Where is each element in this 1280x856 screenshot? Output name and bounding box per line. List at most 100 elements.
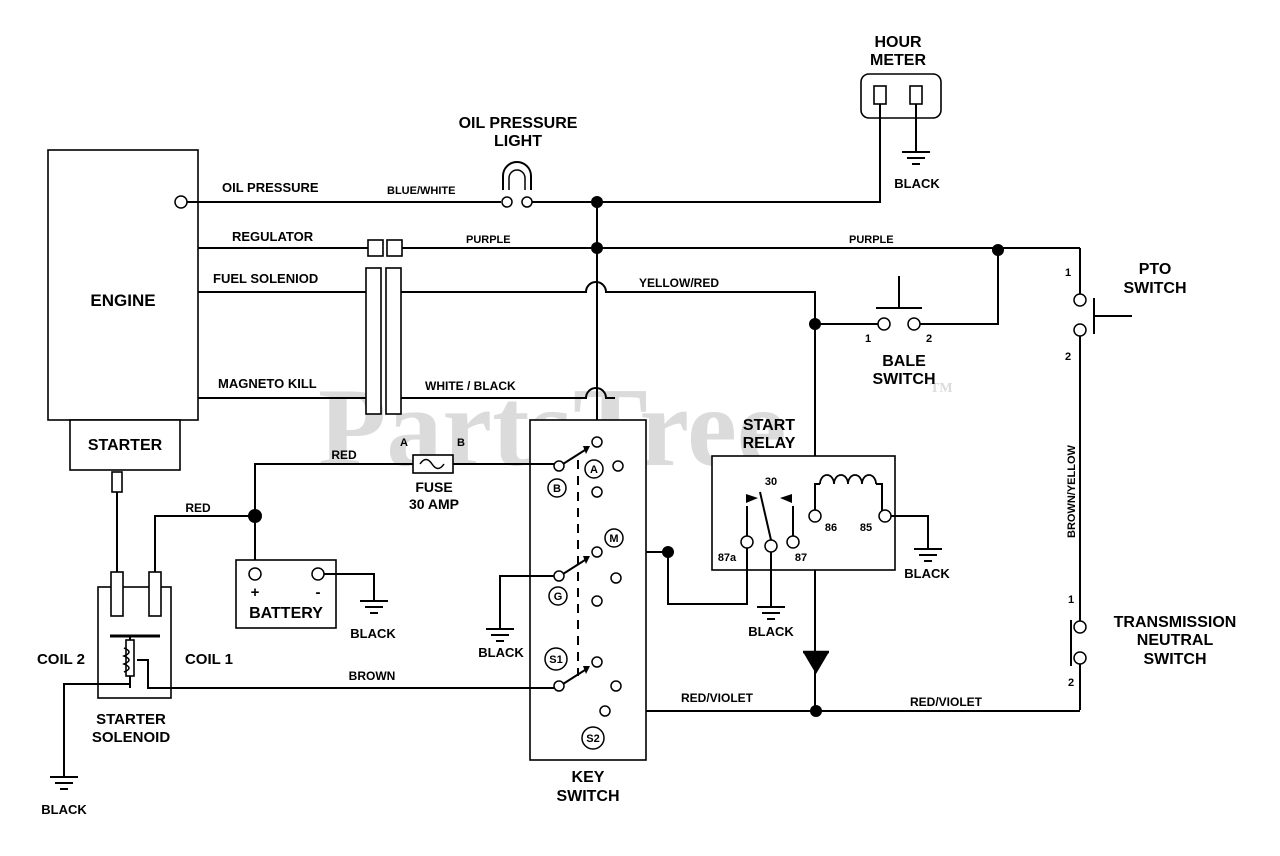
relay-86-terminal: [808, 509, 822, 523]
key-terminal-m: M: [609, 533, 618, 545]
wire-label-magneto-kill: MAGNETO KILL: [218, 376, 317, 391]
ground-solenoid: [50, 776, 78, 790]
key-terminal-s1-label-circle: [544, 647, 568, 671]
ground-label-battery: BLACK: [350, 626, 396, 641]
start-relay-title-2: RELAY: [743, 435, 796, 452]
trans-terminal-2-circle: [1073, 651, 1087, 665]
wire-label-yellow-red: YELLOW/RED: [639, 276, 719, 290]
ground-hour-meter: [902, 151, 930, 165]
start-relay-box: [711, 455, 896, 571]
ground-label-relay-85: BLACK: [904, 566, 950, 581]
trans-switch-title-1: TRANSMISSION: [1114, 614, 1237, 631]
trans-switch-title-3: SWITCH: [1143, 651, 1206, 668]
wire-label-red-violet-left: RED/VIOLET: [681, 691, 754, 705]
key-terminal-s1-contact: [553, 680, 565, 692]
battery-label: BATTERY: [249, 605, 323, 622]
trans-terminal-1: 1: [1068, 594, 1074, 606]
bale-terminal-2-circle: [907, 317, 921, 331]
wire-label-brown: BROWN: [349, 669, 396, 683]
connector-block-right: [385, 267, 402, 415]
solenoid-coil: [121, 647, 130, 673]
starter-label: STARTER: [88, 437, 163, 454]
relay-contact-87a: [746, 494, 758, 503]
ground-relay-30: [757, 606, 785, 620]
fuse-title-1: FUSE: [415, 479, 452, 495]
trans-terminal-1-circle: [1073, 620, 1087, 634]
bale-terminal-1-circle: [877, 317, 891, 331]
wire-label-oil-pressure: OIL PRESSURE: [222, 180, 319, 195]
relay-coil: [819, 474, 877, 485]
bale-switch-title-2: SWITCH: [872, 371, 935, 388]
relay-30-terminal: [764, 539, 778, 553]
wire-label-red-violet-right: RED/VIOLET: [910, 695, 983, 709]
relay-85-label: 85: [860, 522, 872, 534]
junction-regulator: [591, 242, 603, 254]
oil-pressure-terminal: [174, 195, 188, 209]
junction-bale: [809, 318, 821, 330]
hour-meter-title-2: METER: [870, 52, 926, 69]
key-terminal-m-label-circle: [604, 528, 624, 548]
ground-battery: [360, 600, 388, 614]
pto-switch-title-1: PTO: [1139, 261, 1172, 278]
relay-87-label: 87: [795, 552, 807, 564]
solenoid-post-left: [110, 571, 124, 617]
wire-label-purple-right: PURPLE: [849, 234, 894, 246]
battery-negative-label: -: [316, 584, 321, 601]
fuse-title-2: 30 AMP: [409, 496, 459, 512]
oil-light-title-2: LIGHT: [494, 133, 542, 150]
key-terminal-b: B: [553, 483, 561, 495]
start-relay-title-1: START: [743, 417, 795, 434]
relay-85-terminal: [878, 509, 892, 523]
relay-contact-87: [780, 494, 792, 503]
solenoid-post-right: [148, 571, 162, 617]
ground-key-switch: [486, 628, 514, 642]
wire-label-red-solenoid: RED: [185, 501, 211, 515]
key-terminal-a: A: [590, 464, 598, 476]
fuse-body: [412, 454, 454, 474]
ground-relay-85: [914, 548, 942, 562]
key-switch-title-1: KEY: [572, 769, 605, 786]
relay-86-label: 86: [825, 522, 837, 534]
hour-meter-box: [860, 73, 942, 119]
battery-positive-label: +: [251, 584, 260, 601]
relay-87a-terminal: [740, 535, 754, 549]
wire-label-fuel-solenoid: FUEL SOLENIOD: [213, 271, 318, 286]
fuse-terminal-b: B: [457, 437, 465, 449]
pto-switch-title-2: SWITCH: [1123, 280, 1186, 297]
relay-87-terminal: [786, 535, 800, 549]
key-terminal-g-label-circle: [548, 586, 568, 606]
key-terminal-b-contact: [553, 460, 565, 472]
key-terminal-top: [591, 436, 603, 448]
pto-terminal-1: 1: [1065, 267, 1071, 279]
oil-light-terminal-left: [501, 196, 513, 208]
starter-stud: [111, 471, 123, 493]
relay-30-label: 30: [765, 476, 777, 488]
starter-solenoid-title-1: STARTER: [96, 711, 166, 728]
fuse-terminal-a: A: [400, 437, 408, 449]
coil1-label: COIL 1: [185, 651, 233, 668]
wire-label-white-black: WHITE / BLACK: [425, 379, 516, 393]
starter-box: [69, 419, 181, 471]
ground-label-relay: BLACK: [748, 624, 794, 639]
pto-terminal-2: 2: [1065, 351, 1071, 363]
key-terminal-s2-label-circle: [581, 726, 605, 750]
ground-label-hour-meter: BLACK: [894, 176, 940, 191]
oil-light-terminal-right: [521, 196, 533, 208]
engine-box: [47, 149, 199, 421]
engine-label: ENGINE: [90, 291, 155, 310]
solenoid-plunger: [125, 639, 135, 677]
trans-switch-title-2: NEUTRAL: [1137, 632, 1214, 649]
battery-positive-terminal: [248, 567, 262, 581]
battery-negative-terminal: [311, 567, 325, 581]
key-terminal-s2: S2: [586, 733, 599, 745]
bale-terminal-1: 1: [865, 333, 871, 345]
wire-label-brown-yellow: BROWN/YELLOW: [1066, 445, 1078, 538]
junction-purple-bale: [992, 244, 1004, 256]
watermark-tm: TM: [930, 381, 953, 396]
wire-label-blue-white: BLUE/WHITE: [387, 185, 455, 197]
junction-red-battery: [248, 509, 262, 523]
diode: [803, 652, 829, 674]
key-terminal-b-label-circle: [547, 478, 567, 498]
wire-label-purple-left: PURPLE: [466, 234, 511, 246]
